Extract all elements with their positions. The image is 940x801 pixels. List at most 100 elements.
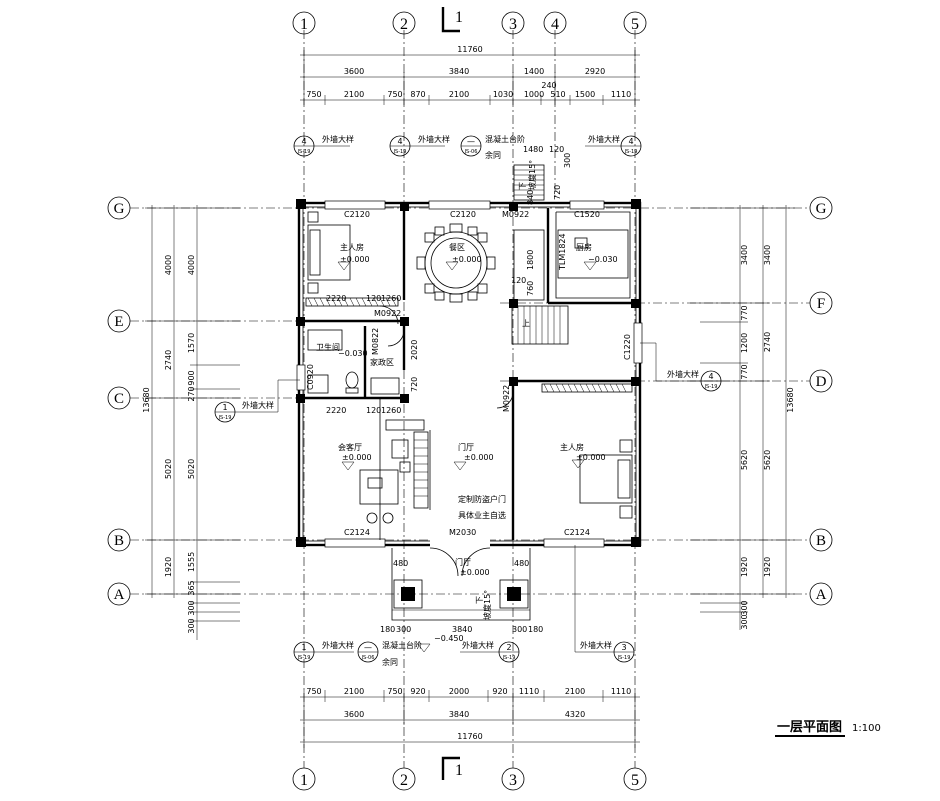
svg-text:5020: 5020 [164,459,173,479]
plan-title: 一层平面图 [777,720,842,735]
svg-text:4: 4 [628,137,633,146]
svg-text:5020: 5020 [187,459,196,479]
svg-text:720: 720 [410,377,419,392]
svg-text:13680: 13680 [142,387,151,412]
svg-text:1110: 1110 [519,687,539,696]
svg-text:300: 300 [187,600,196,615]
svg-text:下: 下 [475,596,484,604]
dining-table [416,223,496,303]
axis-right-B: B [816,533,826,549]
svg-text:2100: 2100 [344,90,364,99]
svg-text:JS-19: JS-19 [297,149,311,155]
svg-text:1500: 1500 [575,90,595,99]
drawing-title: 一层平面图 1:100 [775,720,881,737]
svg-text:300: 300 [512,625,527,634]
svg-text:C2124: C2124 [564,528,590,537]
svg-text:1260: 1260 [381,406,401,415]
svg-text:2000: 2000 [449,687,469,696]
axis-bubbles-top: 1 2 3 4 5 [292,11,647,35]
svg-text:480: 480 [393,559,408,568]
svg-text:720: 720 [553,185,562,200]
axis-bubbles-bottom: 1 2 3 5 [292,767,647,791]
opening-tags: C2120 C2120 C1520 C2124 C2124 C1220 C092… [306,210,632,537]
room-name: 餐区 [449,243,465,252]
axis-left-E: E [114,314,123,330]
svg-text:120: 120 [549,145,564,154]
svg-text:1920: 1920 [740,557,749,577]
svg-text:1: 1 [455,762,463,779]
svg-text:2920: 2920 [585,67,605,76]
svg-text:M0922: M0922 [502,210,529,219]
room-name: 厨房 [576,242,592,252]
interior-walls [304,208,635,540]
svg-text:750: 750 [306,687,321,696]
svg-text:365: 365 [187,580,196,595]
bed-bottom-right [579,439,633,519]
svg-text:外墙大样: 外墙大样 [462,640,494,650]
room-labels: 主人房 ±0.000 餐区 ±0.000 厨房 −0.030 卫生间 −0.03… [316,242,618,577]
svg-text:3600: 3600 [344,710,364,719]
svg-text:11760: 11760 [457,45,482,54]
room-name: 会客厅 [338,442,362,452]
axis-bottom-2: 2 [400,772,408,789]
svg-text:C0920: C0920 [306,364,315,390]
plan-scale: 1:100 [852,723,881,734]
axis-top-3: 3 [509,16,517,33]
level-markers [337,261,597,653]
axis-top-4: 4 [551,16,559,33]
svg-text:1920: 1920 [763,557,772,577]
svg-text:840: 840 [526,190,535,205]
svg-text:870: 870 [410,90,425,99]
svg-text:5620: 5620 [740,450,749,470]
room-name: 主人房 [340,242,364,252]
svg-text:外墙大样: 外墙大样 [588,134,620,144]
svg-text:2: 2 [506,643,511,652]
svg-text:5620: 5620 [763,450,772,470]
svg-text:300: 300 [187,618,196,633]
stairs [511,164,569,345]
svg-text:JS-19: JS-19 [393,149,407,155]
detail-ref: — JS-06 混凝土台阶 余同 [357,640,422,667]
svg-text:混凝土台阶: 混凝土台阶 [382,640,422,650]
detail-ref: 4 JS-19 外墙大样 [640,342,722,392]
room-name: 门厅 [455,557,471,567]
room-level: ±0.000 [340,255,370,264]
svg-text:3400: 3400 [763,245,772,265]
svg-text:2100: 2100 [344,687,364,696]
svg-text:1570: 1570 [187,333,196,353]
section-mark-bottom: 1 [441,756,463,780]
svg-text:—: — [467,137,475,146]
axis-left-A: A [114,587,125,603]
detail-ref: 4 JS-19 外墙大样 [585,134,642,157]
svg-text:M0922: M0922 [374,309,401,318]
svg-text:2740: 2740 [164,350,173,370]
svg-text:JS-19: JS-19 [502,655,516,661]
svg-text:M0822: M0822 [371,328,380,355]
svg-text:3840: 3840 [452,625,472,634]
svg-text:1: 1 [222,403,227,412]
axis-bottom-1: 1 [300,772,308,789]
svg-text:M0922: M0922 [502,385,511,412]
svg-text:1000: 1000 [524,90,544,99]
axis-bubbles-left: G E C B A [107,196,131,606]
svg-text:2100: 2100 [449,90,469,99]
room-level: −0.030 [338,349,368,358]
svg-text:M2030: M2030 [449,528,476,537]
svg-text:外墙大样: 外墙大样 [667,369,699,379]
room-level: ±0.000 [342,453,372,462]
detail-ref: 4 JS-19 外墙大样 [293,134,354,157]
svg-text:300: 300 [740,600,749,615]
svg-text:120: 120 [366,406,381,415]
svg-text:1555: 1555 [187,552,196,572]
svg-text:坡度15°: 坡度15° [527,160,537,190]
svg-text:外墙大样: 外墙大样 [322,134,354,144]
svg-text:3: 3 [621,643,626,652]
axis-bubbles-right: G F D B A [809,196,833,606]
svg-text:3400: 3400 [740,245,749,265]
svg-text:240: 240 [541,81,556,90]
svg-text:300: 300 [563,153,572,168]
axis-top-1: 1 [300,16,308,33]
svg-text:JS-19: JS-19 [617,655,631,661]
bed-top-left [307,211,351,294]
svg-text:1030: 1030 [493,90,513,99]
